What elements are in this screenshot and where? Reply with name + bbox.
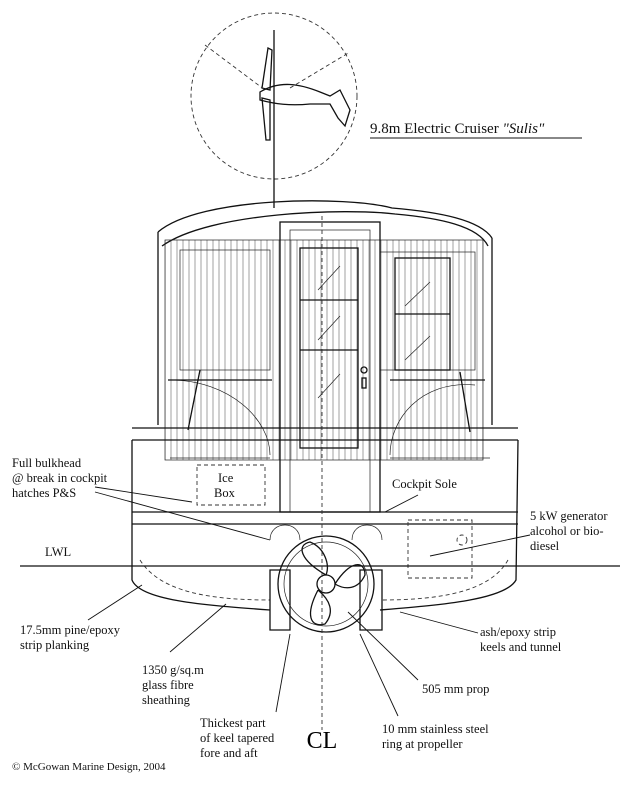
drawing-title: 9.8m Electric Cruiser "Sulis" xyxy=(370,121,545,137)
waterline-label: LWL xyxy=(45,545,71,559)
leader-lines xyxy=(87,486,531,717)
prop-label: 505 mm prop xyxy=(422,682,489,696)
bulkhead-label: Full bulkhead @ break in cockpit hatches… xyxy=(12,456,110,500)
planking-label: 17.5mm pine/epoxy strip planking xyxy=(20,623,123,652)
ice-box xyxy=(196,464,266,506)
door-handle-icon xyxy=(360,366,368,389)
propeller-icon xyxy=(277,535,375,633)
ring-label: 10 mm stainless steel ring at propeller xyxy=(382,722,492,751)
centerline-symbol: CL xyxy=(307,728,338,754)
cockpit-sole-label: Cockpit Sole xyxy=(392,477,457,491)
generator-label: 5 kW generator alcohol or bio- diesel xyxy=(530,509,611,553)
glassfibre-label: 1350 g/sq.m glass fibre sheathing xyxy=(142,663,207,707)
wind-turbine-icon xyxy=(190,12,358,208)
generator-box xyxy=(407,519,473,579)
keel-label: Thickest part of keel tapered fore and a… xyxy=(200,716,277,760)
hull-section xyxy=(131,427,519,631)
icebox-label: Ice Box xyxy=(214,471,236,500)
copyright-notice: © McGowan Marine Design, 2004 xyxy=(12,761,166,773)
ash-label: ash/epoxy strip keels and tunnel xyxy=(480,625,562,654)
deckhouse xyxy=(157,200,493,513)
